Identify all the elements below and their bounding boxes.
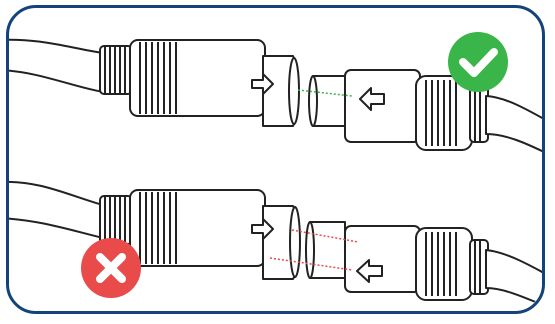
cable-left (9, 180, 104, 239)
x-icon (96, 253, 126, 283)
cable-right (485, 95, 542, 161)
arrow-right (251, 73, 274, 95)
row-incorrect (9, 180, 542, 311)
check-icon (459, 48, 498, 77)
threaded-collar-left (99, 45, 133, 95)
cable-right (485, 249, 542, 311)
cable-left (9, 38, 104, 93)
connector-body-left (129, 39, 266, 117)
connector-body-left (129, 189, 266, 267)
misalignment-guide-bottom (269, 257, 353, 271)
row-correct (9, 38, 542, 161)
connector-body-right (344, 225, 421, 293)
alignment-guide (297, 89, 353, 97)
threaded-collar-left (99, 195, 133, 245)
threaded-collar-right (469, 83, 489, 143)
misalignment-guide-top (291, 229, 359, 243)
arrow-left (356, 259, 383, 283)
status-badge-correct (448, 32, 508, 92)
connector-body-right (344, 69, 421, 143)
grip-right (415, 227, 473, 301)
arrow-left (359, 87, 385, 111)
grip-right (415, 75, 473, 151)
arrow-right (251, 218, 274, 240)
status-badge-incorrect (81, 238, 141, 298)
